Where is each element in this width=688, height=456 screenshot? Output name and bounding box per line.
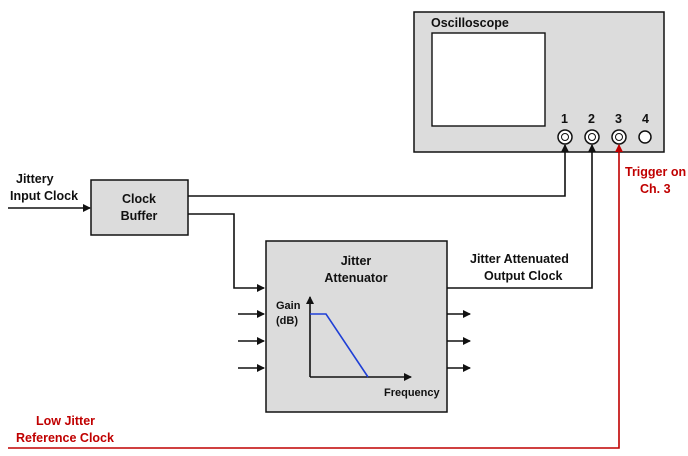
buffer-to-ch1-wire (188, 144, 569, 197)
input-clock-label-line1: Jittery (16, 172, 54, 186)
clock-buffer-label-line2: Buffer (121, 209, 158, 223)
output-clock-label-line2: Output Clock (484, 269, 563, 283)
channel-connector-4[interactable] (638, 130, 652, 144)
jitter-attenuator-box (265, 240, 448, 413)
oscilloscope-screen (431, 32, 546, 127)
graph-ylabel-line2: (dB) (276, 315, 298, 327)
buffer-to-attenuator-wire (188, 213, 265, 292)
jitter-attenuator-label-line2: Attenuator (324, 271, 387, 285)
channel-connector-2[interactable] (584, 129, 600, 145)
channel-label-1: 1 (561, 112, 568, 126)
jitter-attenuator: Jitter Attenuator Gain (dB) Frequency (265, 240, 448, 413)
channel-connector-3[interactable] (611, 129, 627, 145)
input-clock-label-line2: Input Clock (10, 189, 78, 203)
trigger-label-line1: Trigger on (625, 165, 686, 179)
gain-curve (310, 313, 369, 378)
oscilloscope: Oscilloscope 1 2 3 4 (413, 11, 665, 153)
channel-label-4: 4 (642, 112, 649, 126)
jitter-attenuator-label-line1: Jitter (341, 254, 372, 268)
oscilloscope-title: Oscilloscope (431, 16, 509, 30)
channel-label-2: 2 (588, 112, 595, 126)
channel-connector-1[interactable] (557, 129, 573, 145)
clock-buffer-label-line1: Clock (122, 192, 156, 206)
output-clock-label-line1: Jitter Attenuated (470, 252, 569, 266)
trigger-label-line2: Ch. 3 (640, 182, 671, 196)
reference-clock-wire (8, 144, 623, 449)
reference-clock-label-line2: Reference Clock (16, 431, 114, 445)
attenuator-to-ch2-wire (447, 144, 596, 289)
reference-clock-label-line1: Low Jitter (36, 414, 95, 428)
channel-label-3: 3 (615, 112, 622, 126)
graph-ylabel-line1: Gain (276, 300, 301, 312)
clock-buffer: Clock Buffer (90, 179, 189, 236)
graph-xlabel: Frequency (384, 387, 441, 399)
clock-buffer-box (90, 179, 189, 236)
